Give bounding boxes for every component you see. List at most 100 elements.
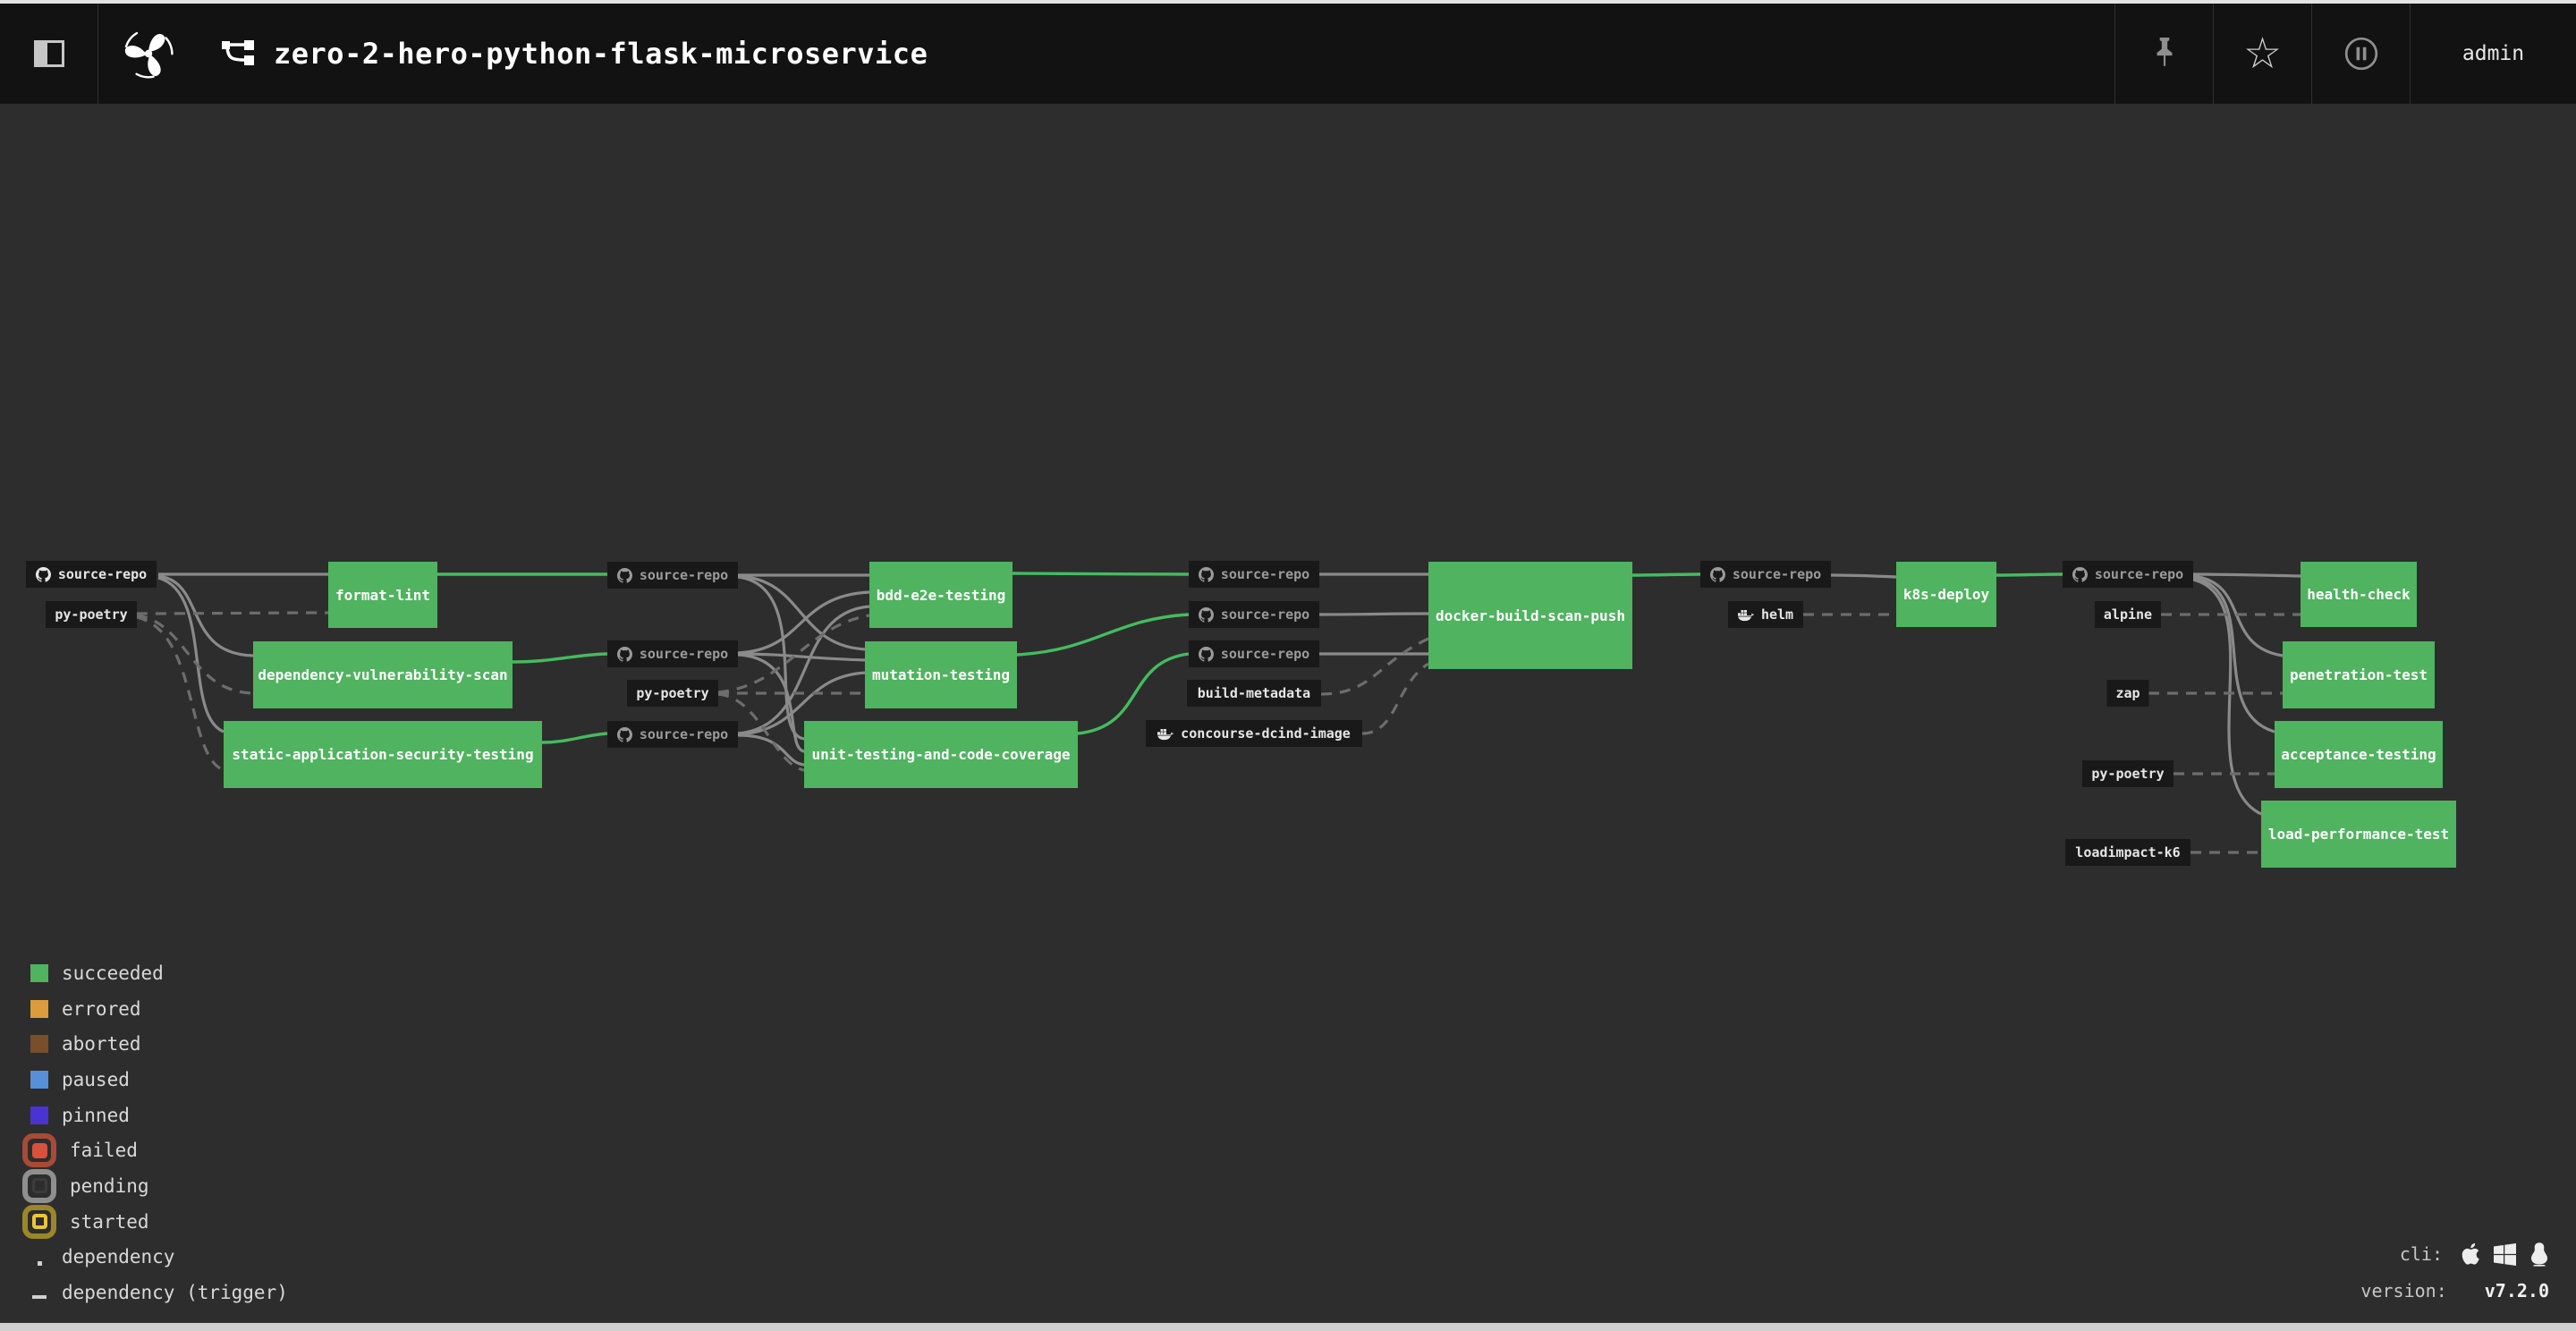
- favorite-button[interactable]: ☆: [2213, 4, 2311, 104]
- failed-swatch-icon: [22, 1133, 56, 1168]
- legend-label: pending: [70, 1174, 149, 1197]
- resource-helm[interactable]: helm: [1728, 601, 1803, 628]
- job-label: dependency-vulnerability-scan: [258, 666, 508, 683]
- concourse-turbine-icon: [124, 31, 174, 79]
- job-label: penetration-test: [2289, 666, 2428, 683]
- pin-button[interactable]: [2114, 4, 2213, 104]
- job-docker-build-scan-push[interactable]: docker-build-scan-push: [1428, 562, 1632, 669]
- version-value: v7.2.0: [2484, 1280, 2549, 1301]
- github-icon: [1198, 606, 1214, 623]
- job-k8s-deploy[interactable]: k8s-deploy: [1896, 562, 1996, 627]
- breadcrumb[interactable]: zero-2-hero-python-flask-microservice: [199, 4, 928, 104]
- top-bar-actions: ☆ admin: [2114, 4, 2576, 104]
- resource-py-poetry[interactable]: py-poetry: [627, 680, 718, 707]
- github-icon: [1198, 646, 1214, 662]
- legend-item-paused: paused: [30, 1062, 288, 1098]
- github-icon: [1709, 566, 1725, 582]
- legend-label: failed: [70, 1140, 138, 1162]
- job-penetration-test[interactable]: penetration-test: [2283, 641, 2435, 708]
- job-label: bdd-e2e-testing: [876, 586, 1006, 604]
- resource-zap[interactable]: zap: [2106, 680, 2149, 707]
- resource-py-poetry[interactable]: py-poetry: [46, 601, 137, 628]
- resource-source-repo[interactable]: source-repo: [2063, 561, 2193, 588]
- job-acceptance-testing[interactable]: acceptance-testing: [2275, 721, 2443, 788]
- job-label: static-application-security-testing: [232, 746, 534, 763]
- resource-label: source-repo: [1220, 606, 1310, 623]
- legend-label: aborted: [62, 1033, 141, 1055]
- cli-label: cli:: [2399, 1243, 2443, 1265]
- aborted-swatch-icon: [30, 1035, 48, 1054]
- resource-source-repo[interactable]: source-repo: [1189, 601, 1319, 628]
- resource-loadimpact-k6[interactable]: loadimpact-k6: [2065, 839, 2190, 866]
- resource-source-repo[interactable]: source-repo: [607, 562, 738, 589]
- resource-label: source-repo: [1732, 566, 1822, 582]
- docker-icon: [1737, 608, 1754, 622]
- resource-py-poetry[interactable]: py-poetry: [2082, 760, 2174, 787]
- resource-label: py-poetry: [636, 685, 709, 701]
- resource-source-repo[interactable]: source-repo: [607, 640, 738, 667]
- job-dependency-vulnerability-scan[interactable]: dependency-vulnerability-scan: [253, 641, 513, 708]
- job-bdd-e2e-testing[interactable]: bdd-e2e-testing: [869, 562, 1013, 628]
- resource-source-repo[interactable]: source-repo: [1189, 640, 1319, 667]
- resource-label: concourse-dcind-image: [1181, 725, 1351, 742]
- started-swatch-icon: [22, 1204, 56, 1239]
- window-top-edge: [0, 0, 2576, 4]
- legend-item-pinned: pinned: [30, 1098, 288, 1133]
- job-label: format-lint: [335, 586, 430, 604]
- linux-cli-download-icon[interactable]: [2529, 1242, 2549, 1267]
- resource-source-repo[interactable]: source-repo: [1189, 561, 1319, 588]
- concourse-logo-button[interactable]: [98, 4, 199, 104]
- resource-label: py-poetry: [2091, 766, 2165, 782]
- legend-item-failed: failed: [22, 1132, 288, 1168]
- legend-label: paused: [62, 1068, 130, 1090]
- resource-source-repo[interactable]: source-repo: [1700, 561, 1831, 588]
- job-label: unit-testing-and-code-coverage: [811, 746, 1071, 763]
- resource-source-repo[interactable]: source-repo: [607, 721, 738, 748]
- pause-pipeline-button[interactable]: [2311, 4, 2410, 104]
- job-label: health-check: [2307, 586, 2411, 603]
- pinned-swatch-icon: [30, 1106, 48, 1124]
- pin-icon: [2157, 38, 2172, 66]
- job-static-application-security-testing[interactable]: static-application-security-testing: [224, 721, 542, 788]
- job-label: acceptance-testing: [2281, 746, 2436, 763]
- succeeded-swatch-icon: [30, 963, 48, 982]
- resource-source-repo[interactable]: source-repo: [26, 561, 157, 588]
- legend-label: started: [70, 1210, 149, 1233]
- paused-swatch-icon: [30, 1070, 48, 1089]
- legend-label: errored: [62, 997, 141, 1020]
- resource-concourse-dcind-image[interactable]: concourse-dcind-image: [1146, 720, 1362, 747]
- star-icon: ☆: [2242, 29, 2283, 79]
- resource-label: source-repo: [639, 646, 729, 662]
- sidebar-toggle-icon: [33, 40, 64, 67]
- job-unit-testing-and-code-coverage[interactable]: unit-testing-and-code-coverage: [804, 721, 1078, 788]
- resource-build-metadata[interactable]: build-metadata: [1187, 680, 1321, 707]
- job-label: k8s-deploy: [1902, 586, 1990, 603]
- legend-item-aborted: aborted: [30, 1026, 288, 1062]
- pipeline-icon: [222, 40, 254, 65]
- user-menu[interactable]: admin: [2410, 4, 2576, 104]
- job-mutation-testing[interactable]: mutation-testing: [865, 641, 1017, 708]
- errored-swatch-icon: [30, 999, 48, 1018]
- top-bar: zero-2-hero-python-flask-microservice ☆ …: [0, 4, 2576, 104]
- windows-cli-download-icon[interactable]: [2494, 1242, 2516, 1266]
- resource-label: py-poetry: [55, 606, 128, 623]
- resource-label: loadimpact-k6: [2075, 844, 2181, 860]
- github-icon: [616, 726, 632, 742]
- job-load-performance-test[interactable]: load-performance-test: [2261, 801, 2456, 868]
- resource-label: zap: [2115, 685, 2140, 701]
- resource-label: alpine: [2103, 606, 2153, 623]
- legend-item-dependency-trigger: dependency (trigger): [30, 1275, 288, 1310]
- job-health-check[interactable]: health-check: [2301, 562, 2417, 627]
- username: admin: [2462, 42, 2525, 65]
- github-icon: [1198, 566, 1214, 582]
- apple-cli-download-icon[interactable]: [2459, 1242, 2480, 1267]
- legend-item-started: started: [22, 1204, 288, 1240]
- job-format-lint[interactable]: format-lint: [328, 562, 437, 628]
- resource-label: source-repo: [639, 726, 729, 742]
- job-label: docker-build-scan-push: [1436, 606, 1625, 624]
- resource-alpine[interactable]: alpine: [2095, 601, 2161, 628]
- resource-label: source-repo: [1220, 646, 1310, 662]
- github-icon: [616, 646, 632, 662]
- sidebar-toggle-button[interactable]: [0, 4, 98, 104]
